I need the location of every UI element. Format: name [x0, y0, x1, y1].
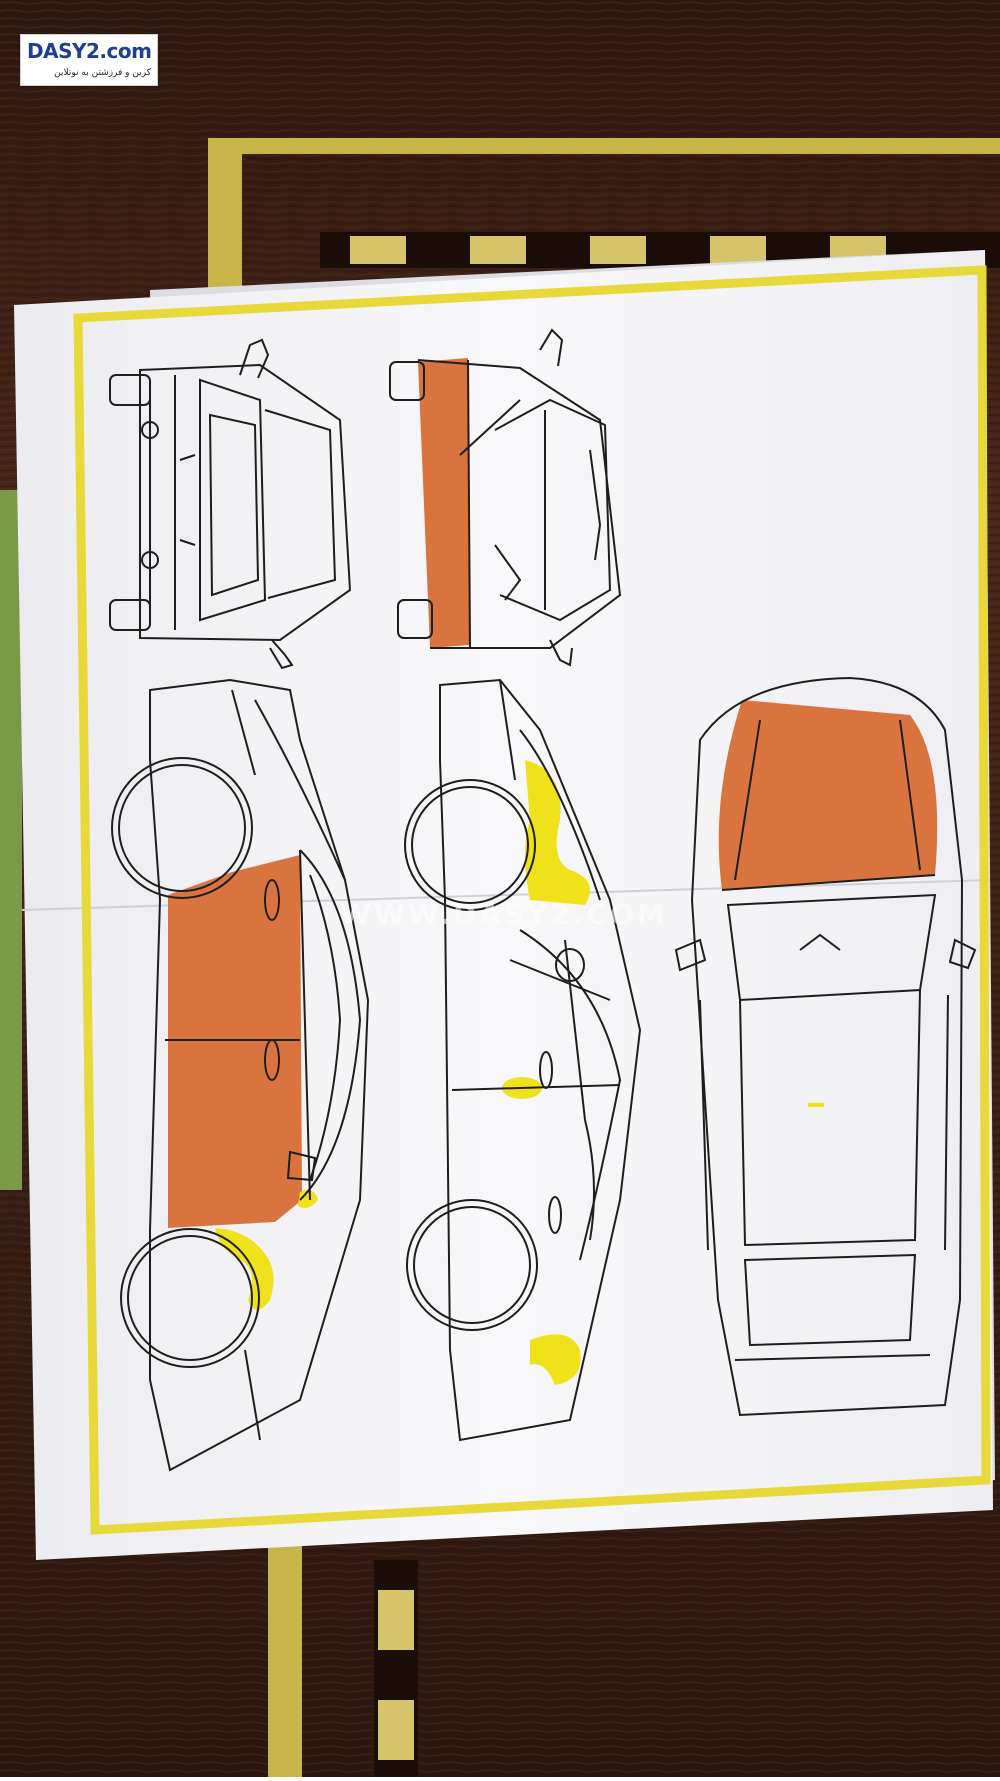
car-top-view	[674, 676, 977, 1417]
right-touchup-mark-3	[530, 1334, 581, 1385]
car-right-side-view	[404, 678, 642, 1442]
hood-paint-mark	[718, 700, 938, 890]
right-touchup-mark-1	[525, 760, 590, 905]
left-doors-paint-mark	[168, 855, 302, 1228]
roof-touchup-mark	[808, 1103, 824, 1107]
car-front-view	[109, 338, 352, 670]
rear-bumper-paint-mark	[418, 358, 470, 648]
car-rear-view	[389, 328, 622, 667]
green-object	[0, 490, 22, 1190]
logo-brand: DASY2.com	[27, 39, 152, 63]
yellow-frame	[73, 265, 991, 1535]
left-touchup-mark-2	[298, 1190, 318, 1208]
logo-tagline: کرین و فرزشتن به نوتلاین	[54, 68, 151, 78]
car-left-side-view	[111, 678, 370, 1472]
dasy2-logo: DASY2.com کرین و فرزشتن به نوتلاین	[20, 34, 158, 86]
watermark: WWW.DASY2.COM	[340, 898, 668, 931]
